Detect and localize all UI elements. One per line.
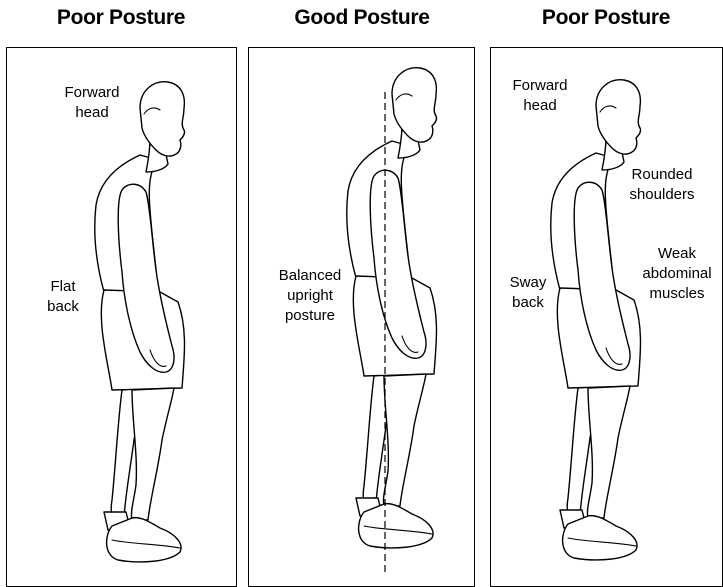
label-flat-back: Flat back xyxy=(36,277,90,317)
label-balanced-upright-posture: Balanced upright posture xyxy=(270,266,350,326)
label-forward-head-1: Forward head xyxy=(52,83,132,123)
label-forward-head-2: Forward head xyxy=(500,76,580,116)
label-weak-abdominal-muscles: Weak abdominal muscles xyxy=(632,244,722,304)
figure-flat-back xyxy=(95,82,185,562)
figure-sway-back xyxy=(551,80,641,560)
label-rounded-shoulders: Rounded shoulders xyxy=(616,165,708,205)
label-sway-back: Sway back xyxy=(500,273,556,313)
figure-good-posture xyxy=(347,68,437,548)
